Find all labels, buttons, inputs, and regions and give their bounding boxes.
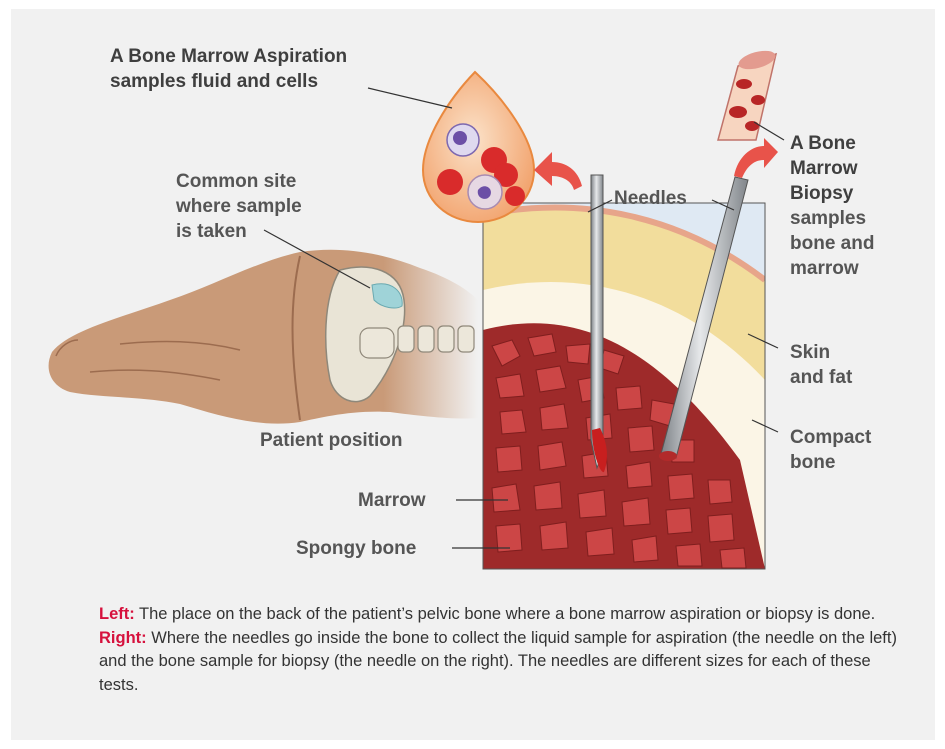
figure-caption: Left: The place on the back of the patie…: [99, 603, 899, 697]
patient-position-label: Patient position: [260, 428, 403, 453]
caption-right-text: Where the needles go inside the bone to …: [99, 629, 897, 694]
biopsy-line-3: Biopsy: [790, 181, 874, 206]
compact-bone-line-1: Compact: [790, 425, 871, 450]
caption-right-key: Right:: [99, 629, 147, 647]
biopsy-line-1: A Bone: [790, 131, 874, 156]
aspiration-title: A Bone Marrow Aspiration: [110, 44, 347, 69]
patient-body: [49, 250, 478, 424]
marrow-text: Marrow: [358, 490, 426, 511]
spongy-bone-text: Spongy bone: [296, 538, 416, 559]
biopsy-line-4: samples: [790, 206, 874, 231]
common-site-label: Common site where sample is taken: [176, 169, 302, 244]
site-line-2: where sample: [176, 194, 302, 219]
aspiration-droplet: [423, 72, 534, 222]
biopsy-line-2: Marrow: [790, 156, 874, 181]
biopsy-line-6: marrow: [790, 256, 874, 281]
marrow-label: Marrow: [358, 488, 426, 513]
caption-left-key: Left:: [99, 605, 135, 623]
skin-fat-label: Skin and fat: [790, 340, 852, 390]
needles-text: Needles: [614, 188, 687, 209]
caption-left-text: The place on the back of the patient’s p…: [135, 605, 876, 623]
aspiration-label: A Bone Marrow Aspiration samples fluid a…: [110, 44, 347, 94]
skin-fat-line-2: and fat: [790, 365, 852, 390]
biopsy-line-5: bone and: [790, 231, 874, 256]
compact-bone-line-2: bone: [790, 450, 871, 475]
site-line-1: Common site: [176, 169, 302, 194]
skin-fat-line-1: Skin: [790, 340, 852, 365]
patient-position-text: Patient position: [260, 430, 403, 451]
site-line-3: is taken: [176, 219, 302, 244]
aspiration-description: samples fluid and cells: [110, 69, 347, 94]
spongy-bone-label: Spongy bone: [296, 536, 416, 561]
biopsy-core-sample: [718, 47, 777, 140]
compact-bone-label: Compact bone: [790, 425, 871, 475]
needles-label: Needles: [614, 186, 687, 211]
biopsy-label: A Bone Marrow Biopsy samples bone and ma…: [790, 131, 874, 281]
